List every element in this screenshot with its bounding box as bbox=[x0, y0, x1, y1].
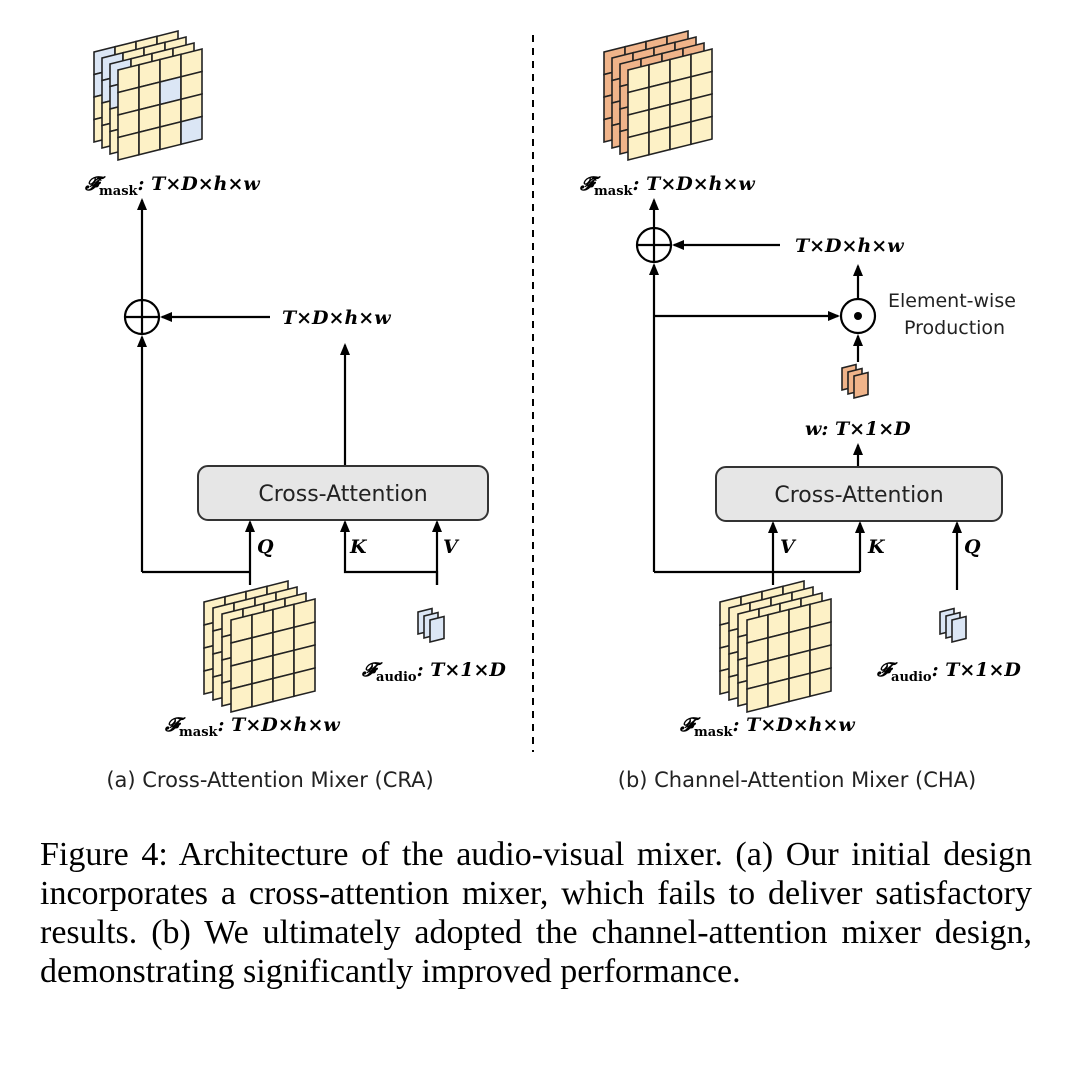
output-label-b: 𝓕̂mask: T×D×h×w bbox=[579, 173, 755, 199]
mask-feature-stack-a bbox=[203, 580, 316, 713]
output-feature-stack-a bbox=[93, 30, 203, 161]
cross-attention-label-a: Cross-Attention bbox=[258, 482, 427, 507]
elementwise-label-line2: Production bbox=[904, 317, 1005, 339]
weight-label: w: T×1×D bbox=[805, 418, 911, 440]
elementwise-label-line1: Element-wise bbox=[888, 290, 1016, 312]
k-label-a: K bbox=[349, 536, 368, 558]
q-label-b: Q bbox=[964, 536, 981, 558]
output-feature-stack-b bbox=[603, 30, 713, 161]
panel-b: 𝓕̂mask: T×D×h×w T×D×h×w Element-wise Pro… bbox=[579, 30, 1021, 792]
mask-feature-stack-b bbox=[719, 580, 832, 713]
branch-label-b: T×D×h×w bbox=[795, 235, 904, 257]
panel-a: 𝓕̂mask: T×D×h×w T×D×h×w Cross-Attention … bbox=[84, 30, 506, 792]
q-label-a: Q bbox=[257, 536, 274, 558]
v-label-b: V bbox=[780, 536, 797, 558]
elementwise-operator bbox=[839, 297, 877, 335]
v-label-a: V bbox=[443, 536, 460, 558]
cross-attention-label-b: Cross-Attention bbox=[774, 483, 943, 508]
add-operator-a bbox=[123, 298, 161, 336]
k-label-b: K bbox=[867, 536, 886, 558]
audio-label-b: 𝓕audio: T×1×D bbox=[876, 659, 1021, 685]
mask-label-a: 𝓕mask: T×D×h×w bbox=[164, 714, 340, 740]
channel-weight-icon bbox=[841, 363, 869, 399]
audio-feature-stack-a bbox=[417, 607, 445, 643]
mask-label-b: 𝓕mask: T×D×h×w bbox=[679, 714, 855, 740]
branch-label-a: T×D×h×w bbox=[282, 307, 391, 329]
add-operator-b bbox=[635, 226, 673, 264]
audio-label-a: 𝓕audio: T×1×D bbox=[361, 659, 506, 685]
audio-feature-stack-b bbox=[939, 607, 967, 643]
output-label-a: 𝓕̂mask: T×D×h×w bbox=[84, 173, 260, 199]
caption-b: (b) Channel-Attention Mixer (CHA) bbox=[618, 768, 977, 792]
caption-a: (a) Cross-Attention Mixer (CRA) bbox=[106, 768, 433, 792]
figure-caption: Figure 4: Architecture of the audio-visu… bbox=[40, 836, 1032, 990]
